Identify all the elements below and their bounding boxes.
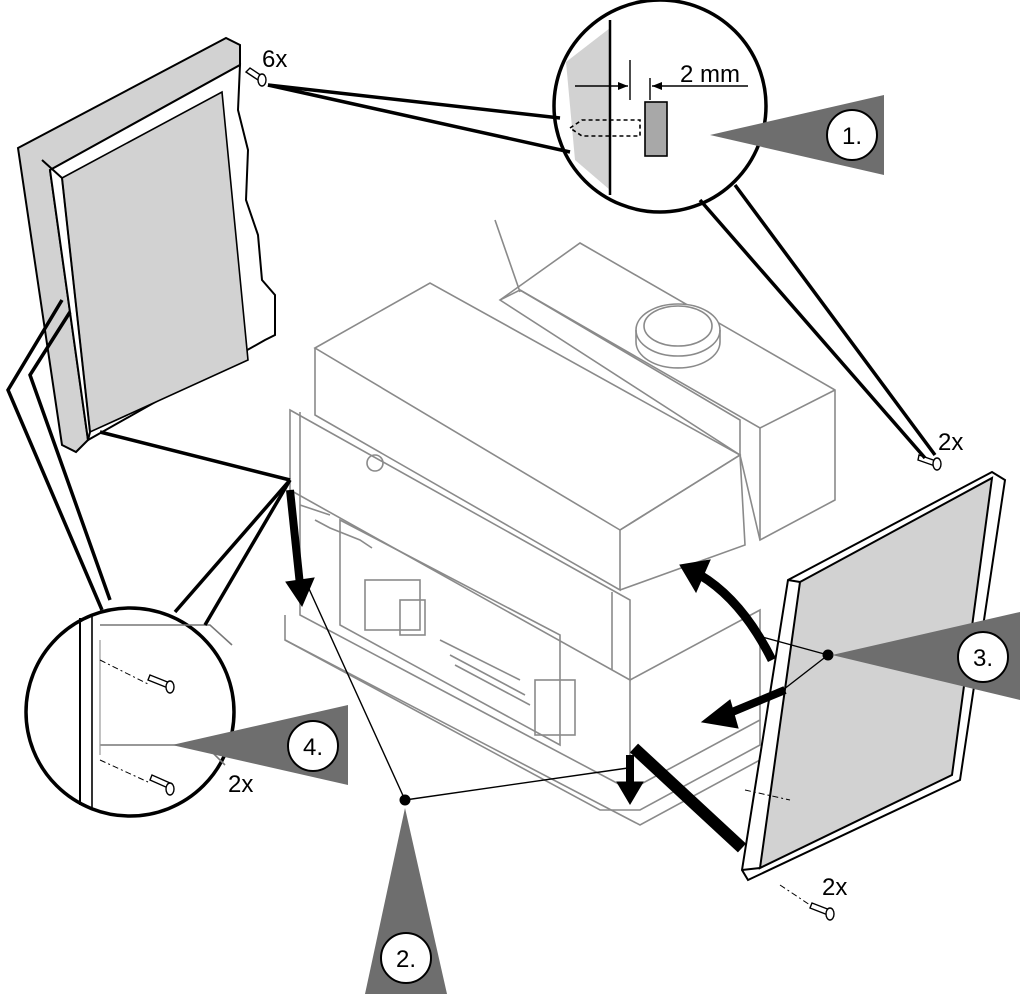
step-2-pointer: 2.	[365, 808, 447, 994]
screw-icon	[917, 454, 942, 471]
arrow-left-icon	[700, 686, 787, 729]
detail-screw-quantity: 2x	[228, 771, 253, 798]
arrow-rotate-icon	[679, 559, 777, 663]
clearance-dimension: 2 mm	[680, 61, 740, 88]
step-pointers: 1. 3. 4. 2.	[172, 95, 1020, 994]
right-top-screw-quantity: 2x	[938, 429, 963, 456]
step-3-pointer: 3.	[832, 612, 1020, 700]
right-front-panel	[740, 470, 1007, 882]
right-bottom-screw-quantity: 2x	[822, 874, 847, 901]
screw-icon	[809, 902, 835, 921]
left-side-panel	[16, 36, 276, 454]
detail-circle-fixing	[24, 606, 236, 818]
step-1-pointer: 1.	[710, 95, 884, 175]
detail-circle-clearance: 2 mm	[552, 0, 768, 214]
step-1-label: 1.	[842, 123, 862, 150]
quantity-labels: 6x 2x 2x 2x	[228, 46, 963, 901]
arrow-down-icon	[616, 755, 644, 805]
step-4-label: 4.	[303, 734, 323, 761]
motion-arrows	[285, 489, 787, 805]
screw-icons	[244, 67, 942, 921]
step-4-pointer: 4.	[172, 705, 348, 785]
screw-icon	[149, 774, 175, 796]
top-screw-quantity: 6x	[262, 46, 287, 73]
screw-icon	[147, 674, 175, 694]
boiler-unit	[284, 219, 836, 826]
arrow-down-icon	[285, 489, 315, 608]
screw-icon	[244, 67, 267, 87]
step-2-label: 2.	[396, 946, 416, 973]
step-3-label: 3.	[973, 645, 993, 672]
